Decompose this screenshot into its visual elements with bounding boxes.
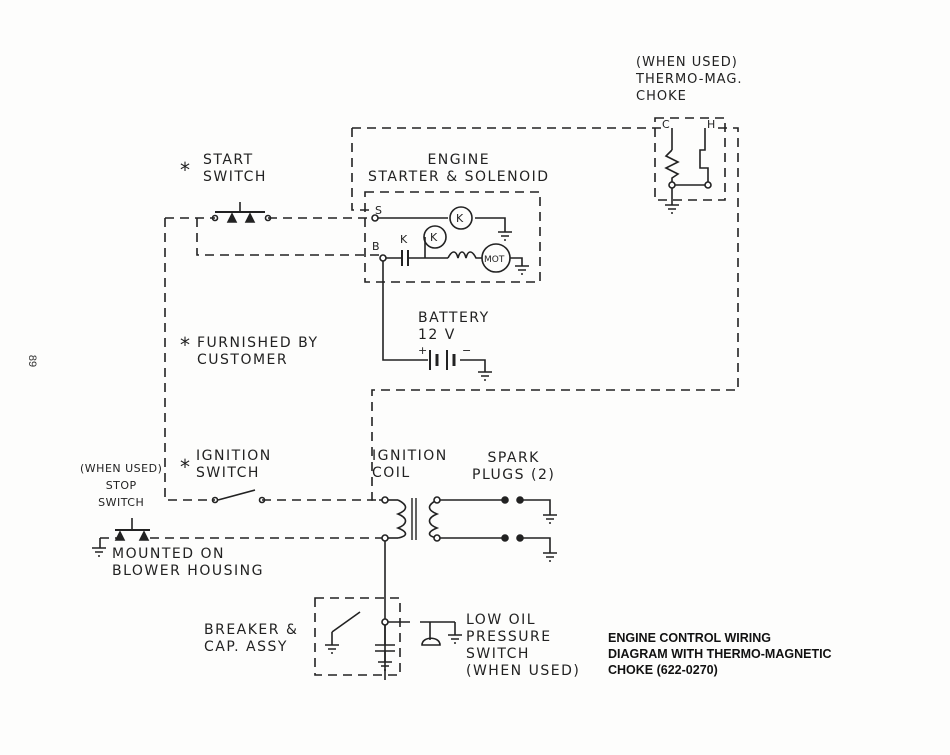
spark-plug-gaps	[501, 496, 524, 542]
relay-k-lower-label: K	[430, 231, 438, 244]
breaker-cap-label: BREAKER & CAP. ASSY	[204, 622, 299, 655]
spark-plugs-label: SPARK PLUGS (2)	[472, 450, 556, 483]
terminal-b: B	[372, 240, 380, 253]
low-oil-switch-label: LOW OIL PRESSURE SWITCH (WHEN USED)	[466, 612, 581, 679]
ignition-switch-symbol	[211, 489, 266, 504]
customer-wiring	[100, 117, 739, 676]
starter-solenoid-label: ENGINE STARTER & SOLENOID	[368, 152, 550, 185]
stop-switch-symbol	[114, 518, 150, 541]
starter-motor-symbol	[481, 243, 511, 273]
start-switch-label: START SWITCH	[203, 152, 267, 185]
start-switch-symbol	[211, 202, 272, 223]
start-switch-asterisk: *	[180, 158, 190, 182]
mounted-on-blower-label: MOUNTED ON BLOWER HOUSING	[112, 546, 264, 579]
capacitor-symbol	[401, 250, 409, 266]
ignition-switch-label: IGNITION SWITCH	[196, 448, 272, 481]
battery-minus: −	[462, 344, 471, 357]
relay-k-lower	[423, 225, 447, 249]
motor-label: MOT	[484, 255, 505, 265]
battery-symbol	[429, 350, 456, 370]
terminal-k: K	[400, 233, 408, 246]
ignition-coil-label: IGNITION COIL	[372, 448, 448, 481]
thermo-choke-label: (WHEN USED) THERMO-MAG. CHOKE	[636, 55, 743, 104]
page-number: 89	[26, 354, 39, 368]
solid-wiring	[331, 128, 709, 680]
stop-switch-label: (WHEN USED) STOP SWITCH	[80, 462, 163, 509]
furnished-by-customer-label: FURNISHED BY CUSTOMER	[197, 335, 319, 368]
terminal-s: S	[375, 204, 382, 217]
junction-dots	[371, 181, 712, 626]
relay-k-upper	[449, 206, 473, 230]
choke-terminal-h: H	[707, 118, 715, 131]
ignition-coil-symbol	[395, 498, 440, 540]
choke-terminal-c: C	[662, 118, 670, 131]
relay-k-upper-label: K	[456, 212, 464, 225]
furnished-asterisk: *	[180, 333, 190, 357]
diagram-caption: ENGINE CONTROL WIRING DIAGRAM WITH THERM…	[608, 631, 832, 677]
battery-label: BATTERY 12 V	[418, 310, 490, 343]
ignition-switch-asterisk: *	[180, 455, 190, 479]
battery-plus: +	[418, 344, 427, 357]
ground-symbols	[92, 204, 679, 671]
